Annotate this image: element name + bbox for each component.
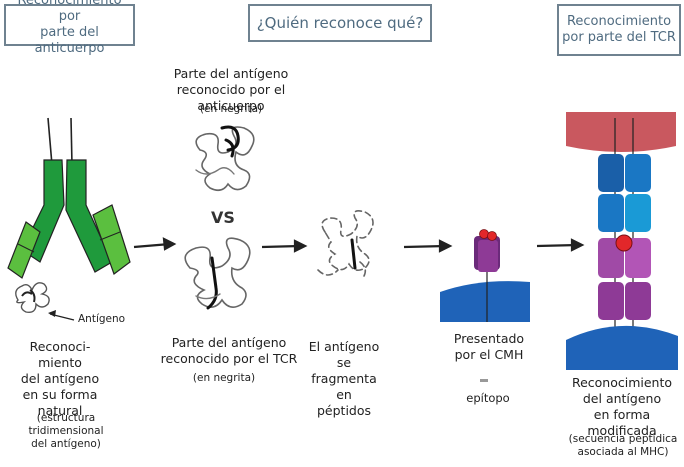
antibody-epitope-caption: Parte del antígeno reconocido por el ant…: [173, 66, 289, 113]
tcr-recognition-title-box: Reconocimiento por parte del TCR: [557, 4, 681, 56]
fragmented-antigen: [317, 210, 374, 277]
tcr-epitope-subcaption: (en negrita): [192, 372, 256, 384]
antigen-pointer-label: Antígeno: [78, 313, 126, 325]
tcr-subcaption: (secuencia peptídica asociada al MHC): [568, 433, 678, 458]
who-recognizes-what-title: ¿Quién reconoce qué?: [256, 14, 424, 32]
antibody-caption: Reconoci- miento del antígeno en su form…: [20, 339, 100, 418]
who-recognizes-what-title-box: ¿Quién reconoce qué?: [248, 4, 432, 42]
antigen-tcr-epitope: [184, 237, 251, 310]
mhc-presentation: [440, 229, 530, 382]
antigen-antibody-epitope: [195, 125, 255, 192]
antibody-illustration: [7, 117, 131, 321]
epitope-label: epítopo: [466, 391, 510, 405]
process-arrows: [133, 237, 585, 253]
fragmentation-caption: El antígeno se fragmenta en péptidos: [308, 339, 380, 418]
tcr-mhc-complex: [566, 112, 678, 370]
versus-label: VS: [211, 208, 235, 227]
antibody-recognition-title: Reconocimiento por parte del anticuerpo: [17, 0, 122, 56]
mhc-caption: Presentado por el CMH: [453, 331, 525, 362]
antibody-epitope-subcaption: (en negrita): [199, 103, 263, 115]
tcr-recognition-title: Reconocimiento por parte del TCR: [562, 14, 676, 45]
tcr-caption: Reconocimiento del antígeno en forma mod…: [571, 375, 673, 438]
antibody-subcaption: (estructura tridimensional del antígeno): [28, 412, 104, 450]
tcr-epitope-caption: Parte del antígeno reconocido por el TCR: [160, 335, 298, 366]
antibody-recognition-title-box: Reconocimiento por parte del anticuerpo: [4, 0, 135, 56]
